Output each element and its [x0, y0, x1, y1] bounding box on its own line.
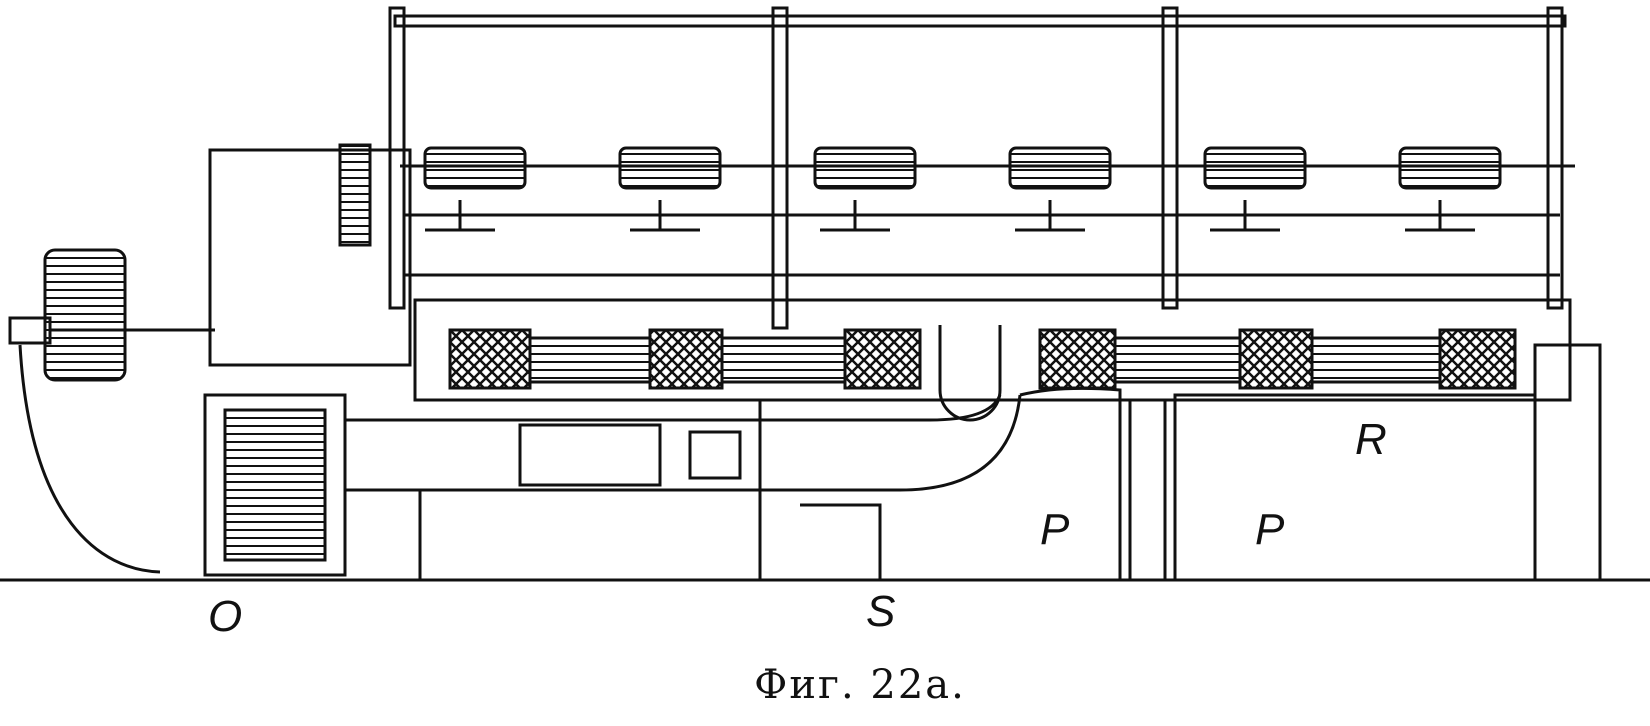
- label-r: R: [1355, 415, 1387, 464]
- bobbins: [448, 328, 1517, 390]
- label-s: S: [866, 587, 896, 636]
- guides: [425, 200, 1475, 232]
- pump-o: [203, 393, 347, 577]
- valve-box: [518, 423, 662, 487]
- drafting-rollers: [423, 146, 1502, 190]
- belt-guard: [18, 344, 161, 574]
- label-p-left: P: [1040, 505, 1070, 554]
- top-frame-bar: [393, 14, 1567, 28]
- pulley: [43, 248, 127, 382]
- main-pipe: [345, 394, 1022, 492]
- spindle-trough: [413, 298, 1572, 402]
- gear-stack: [338, 143, 372, 247]
- cylinders: [528, 336, 1442, 384]
- frame-posts: [388, 6, 1564, 330]
- gear-housing: [208, 148, 412, 367]
- figure-caption: Фиг. 22а.: [754, 662, 966, 708]
- label-o: O: [208, 592, 243, 641]
- label-p-right: P: [1255, 505, 1285, 554]
- base-cabinet-left: [1019, 386, 1122, 580]
